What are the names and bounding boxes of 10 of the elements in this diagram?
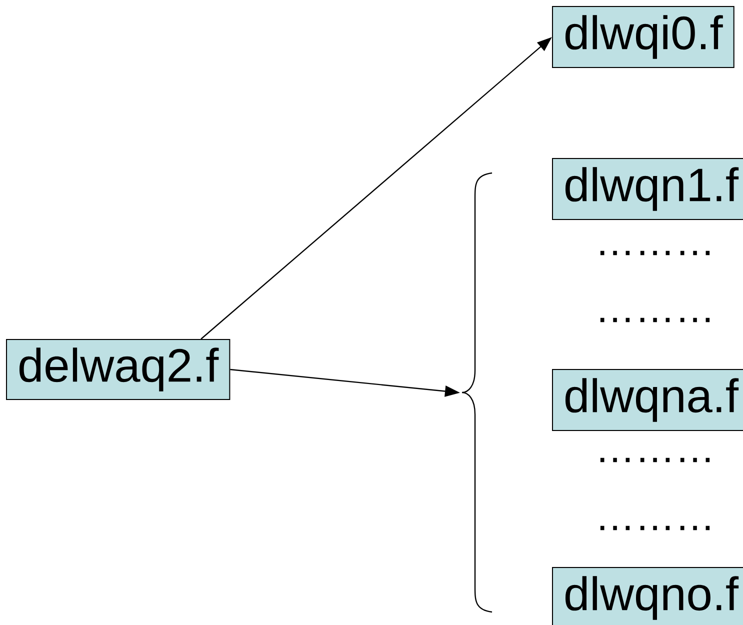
file-box: dlwqi0.f: [552, 6, 734, 68]
file-box: dlwqno.f: [552, 567, 743, 625]
file-box: dlwqn1.f: [552, 158, 743, 220]
curly-brace: [461, 172, 492, 613]
ellipsis-dots: ………: [600, 318, 710, 322]
file-box: delwaq2.f: [6, 339, 230, 400]
ellipsis-dots: ………: [600, 526, 710, 530]
ellipsis-dots: ………: [600, 250, 710, 256]
ellipsis-dots: ………: [600, 458, 710, 462]
file-box: dlwqna.f: [552, 369, 743, 431]
